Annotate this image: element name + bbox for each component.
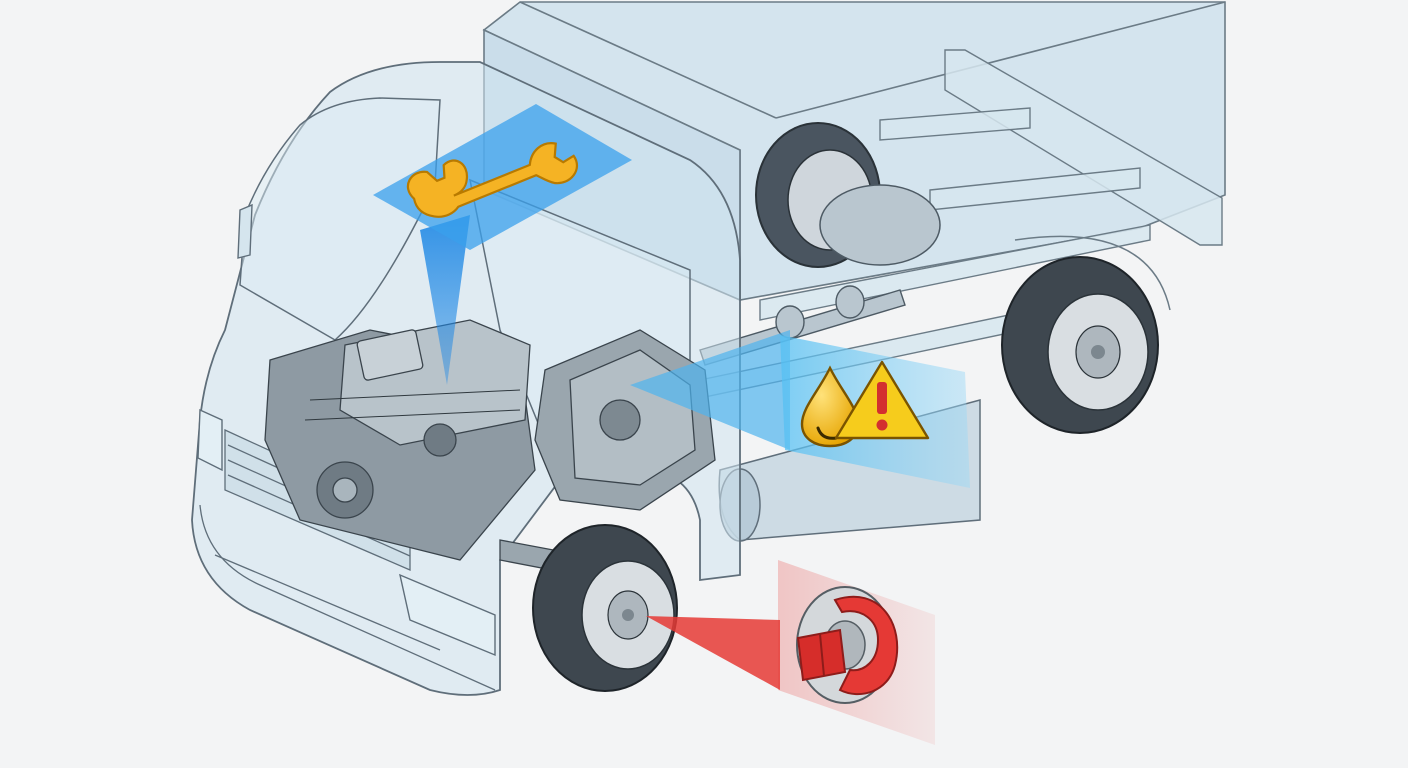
brake-callout	[646, 560, 935, 745]
brake-callout-beam	[646, 616, 780, 690]
wrench-icon	[406, 142, 579, 218]
headlight	[197, 408, 496, 657]
front-wheel	[532, 524, 678, 692]
rear-fender	[1014, 235, 1171, 311]
rear-wheel	[1001, 256, 1159, 434]
warning-triangle-icon	[834, 360, 930, 440]
engine-service-callout	[373, 104, 632, 385]
engine	[264, 319, 536, 561]
side-mirror	[237, 203, 253, 259]
brake-disc-icon	[796, 586, 899, 704]
rear-wheel-inner	[755, 122, 941, 268]
fluid-warning-callout	[630, 330, 970, 488]
fluid-callout-beam	[630, 330, 790, 450]
engine-callout-beam	[420, 215, 470, 385]
